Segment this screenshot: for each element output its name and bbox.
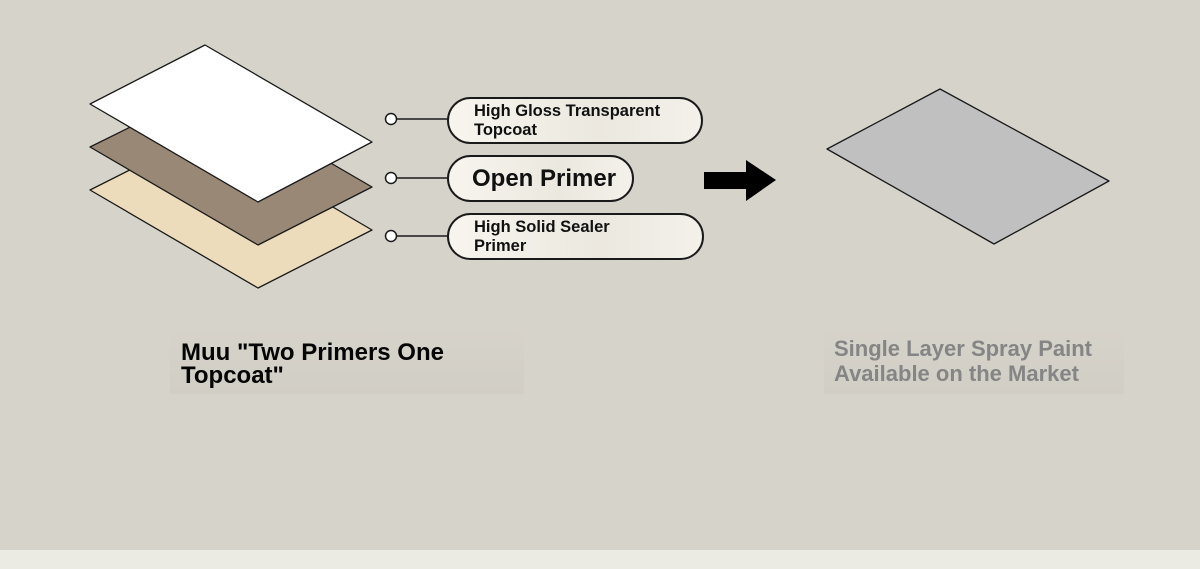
primer-label-text: Open Primer xyxy=(472,164,617,192)
sealer-label: High Solid Sealer Primer xyxy=(447,213,704,260)
market-caption-text: Single Layer Spray Paint Available on th… xyxy=(834,336,1092,386)
primer-leader xyxy=(384,171,449,185)
muu-caption: Muu "Two Primers One Topcoat" xyxy=(170,330,524,394)
market-caption: Single Layer Spray Paint Available on th… xyxy=(824,330,1124,394)
topcoat-label: High Gloss Transparent Topcoat xyxy=(447,97,703,144)
muu-caption-text: Muu "Two Primers One Topcoat" xyxy=(181,339,444,389)
topcoat-label-text: High Gloss Transparent Topcoat xyxy=(474,101,661,139)
sealer-label-text: High Solid Sealer Primer xyxy=(474,217,610,255)
right-arrow-icon xyxy=(704,160,776,201)
topcoat-layer xyxy=(89,44,373,203)
primer-label: Open Primer xyxy=(447,155,634,202)
sealer-leader xyxy=(384,229,449,243)
single-layer-panel xyxy=(826,88,1110,245)
bottom-strip xyxy=(0,550,1200,569)
topcoat-leader xyxy=(384,112,449,126)
